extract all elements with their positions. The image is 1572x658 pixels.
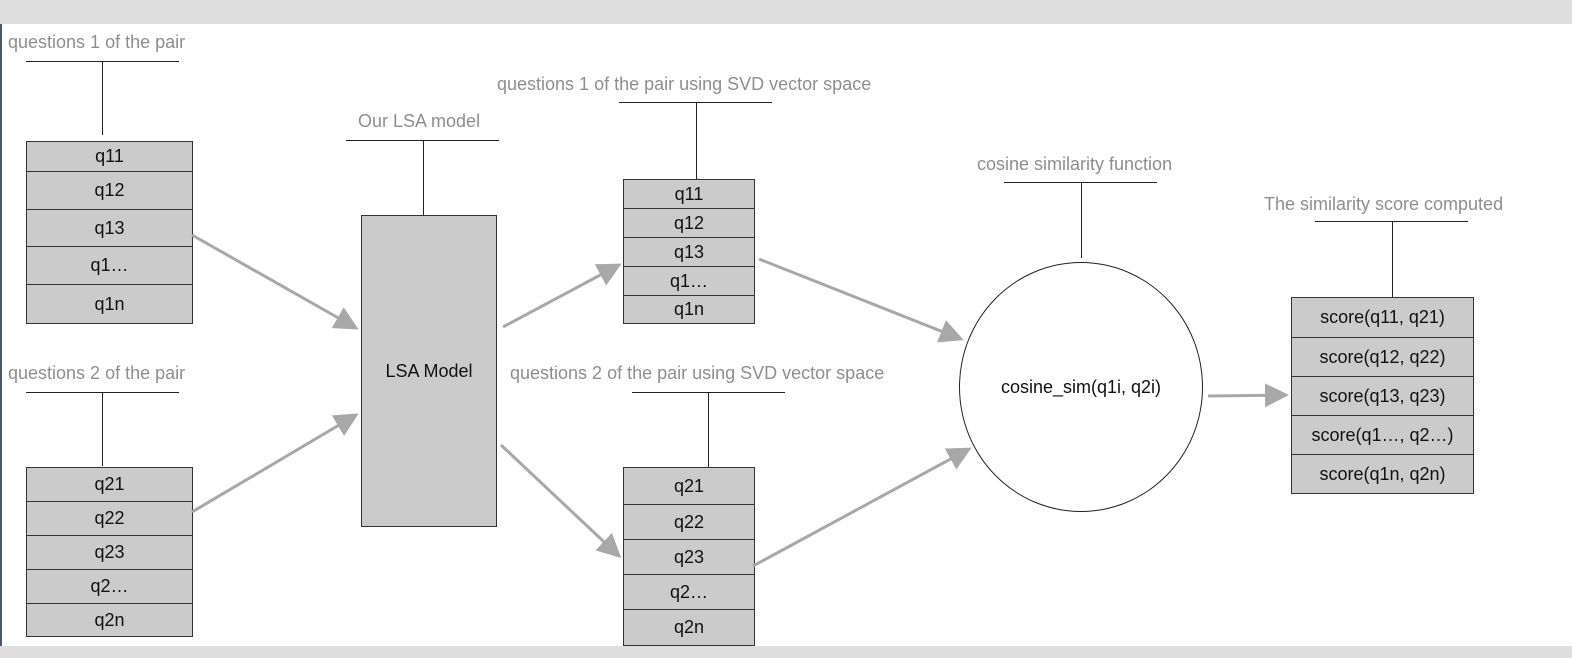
q2-svd-connector xyxy=(708,392,709,467)
model-label-underline xyxy=(346,140,499,141)
list-item: q21 xyxy=(94,474,125,494)
model-label: Our LSA model xyxy=(358,111,481,131)
list-item: q13 xyxy=(624,237,754,266)
q1-svd-label: questions 1 of the pair using SVD vector… xyxy=(497,74,872,94)
list-item: score(q12, q22) xyxy=(1292,337,1473,376)
score-label-underline xyxy=(1315,221,1468,222)
list-item: q12 xyxy=(27,171,192,209)
q2-input-label: questions 2 of the pair xyxy=(8,363,186,383)
score-stack: score(q11, q21) score(q12, q22) score(q1… xyxy=(1291,297,1474,494)
score-label: The similarity score computed xyxy=(1264,194,1504,214)
q1-input-label: questions 1 of the pair xyxy=(8,32,186,52)
q2-input-connector xyxy=(102,392,103,466)
list-item: q23 xyxy=(27,535,192,569)
list-item: q11 xyxy=(95,146,124,166)
q1-svd-connector xyxy=(696,102,697,179)
q1-svd-label-underline xyxy=(619,102,772,103)
lsa-model-box: LSA Model xyxy=(361,215,497,527)
window-left-edge xyxy=(0,24,2,646)
list-item: q21 xyxy=(673,475,705,496)
arrow-q2-to-model xyxy=(191,413,359,514)
cosine-connector xyxy=(1081,182,1082,258)
list-item: q12 xyxy=(624,208,754,238)
q2-svd-label: questions 2 of the pair using SVD vector… xyxy=(510,363,885,383)
list-item: q1n xyxy=(27,284,192,323)
list-item: q11 xyxy=(674,183,704,204)
arrow-cosine-to-score xyxy=(1207,383,1289,408)
model-connector xyxy=(423,140,424,215)
list-item: score(q1n, q2n) xyxy=(1292,454,1473,493)
list-item: q2n xyxy=(27,603,192,636)
list-item: q23 xyxy=(624,539,754,575)
q1-input-stack: q11 q12 q13 q1… q1n xyxy=(26,141,193,324)
list-item: q1… xyxy=(624,266,754,295)
list-item: q2n xyxy=(624,609,754,645)
cosine-label: cosine similarity function xyxy=(977,154,1173,174)
q1-svd-stack: q11 q12 q13 q1… q1n xyxy=(623,179,755,324)
list-item: score(q11, q21) xyxy=(1320,307,1445,327)
list-item: q22 xyxy=(27,501,192,535)
list-item: q2… xyxy=(27,569,192,603)
arrow-q1-svd-to-cosine xyxy=(758,257,964,343)
window-top-bar xyxy=(0,0,1572,24)
list-item: q1… xyxy=(27,246,192,284)
arrow-model-to-q2-svd xyxy=(499,443,622,559)
window-bottom-bar xyxy=(0,646,1572,658)
list-item: q22 xyxy=(624,504,754,540)
list-item: score(q1…, q2…) xyxy=(1292,415,1473,454)
cosine-label-underline xyxy=(1004,182,1157,183)
arrow-q2-svd-to-cosine xyxy=(752,447,972,568)
list-item: score(q13, q23) xyxy=(1292,376,1473,415)
list-item: q2… xyxy=(624,574,754,610)
list-item: q1n xyxy=(624,295,754,323)
q1-input-connector xyxy=(102,61,103,135)
list-item: q13 xyxy=(27,209,192,247)
cosine-function-node: cosine_sim(q1i, q2i) xyxy=(959,262,1203,512)
arrow-q1-to-model xyxy=(191,233,359,330)
q2-input-stack: q21 q22 q23 q2… q2n xyxy=(26,467,193,637)
q2-svd-stack: q21 q22 q23 q2… q2n xyxy=(623,467,755,646)
score-connector xyxy=(1392,221,1393,297)
arrow-model-to-q1-svd xyxy=(502,263,622,329)
